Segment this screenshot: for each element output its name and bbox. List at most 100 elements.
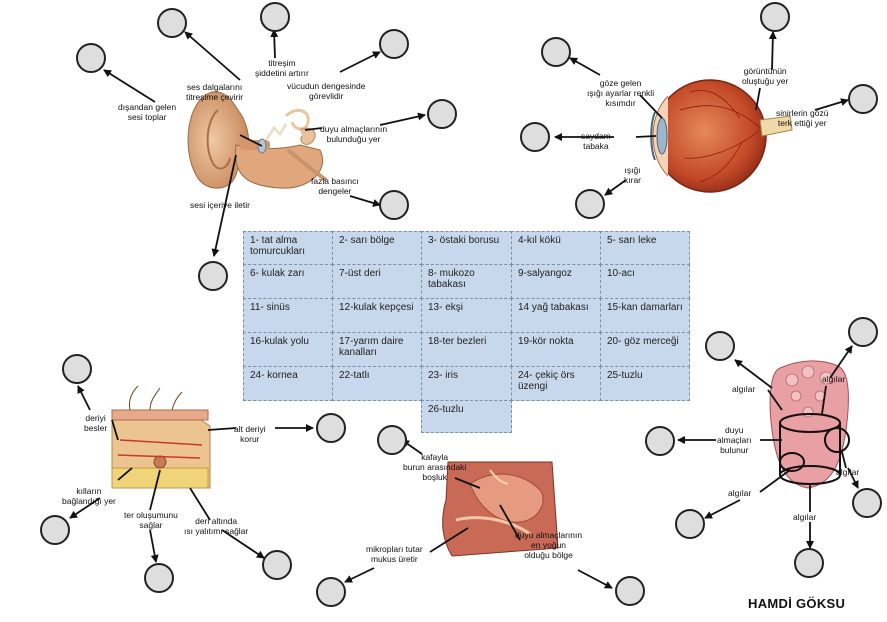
answer-circle-ear-4[interactable] bbox=[379, 29, 409, 59]
term-cell[interactable]: 17-yarım daire kanalları bbox=[332, 332, 422, 367]
nose-label-receptors: duyu almaçlarının en yoğun olduğu bölge bbox=[515, 530, 583, 560]
tongue-label-5: algılar bbox=[793, 512, 817, 522]
term-cell[interactable]: 23- iris bbox=[421, 366, 512, 401]
answer-circle-eye-1[interactable] bbox=[541, 37, 571, 67]
answer-circle-nose-1[interactable] bbox=[377, 425, 407, 455]
olfactory-bulb bbox=[489, 469, 509, 485]
tongue-side-mark bbox=[824, 427, 850, 453]
ear-label-pressure: fazla basıncı dengeler bbox=[311, 176, 359, 196]
answer-circle-tongue-6[interactable] bbox=[794, 548, 824, 578]
lens bbox=[656, 117, 668, 155]
eye-label-image-forms: görüntünün oluştuğu yer bbox=[742, 66, 789, 86]
semicircular-canals bbox=[284, 108, 310, 131]
term-cell[interactable]: 24- kornea bbox=[243, 366, 333, 401]
answer-circle-skin-4[interactable] bbox=[144, 563, 174, 593]
answer-circle-tongue-2[interactable] bbox=[848, 317, 878, 347]
answer-circle-eye-2[interactable] bbox=[760, 2, 790, 32]
eye-label-optic-nerve: sinirlerin gözü terk ettiği yer bbox=[776, 108, 829, 128]
terms-table: 1- tat alma tomurcukları 2- sarı bölge 3… bbox=[243, 231, 690, 433]
answer-circle-ear-6[interactable] bbox=[379, 190, 409, 220]
hair-follicle bbox=[153, 455, 167, 469]
answer-circle-skin-2[interactable] bbox=[316, 413, 346, 443]
answer-circle-skin-3[interactable] bbox=[40, 515, 70, 545]
term-cell[interactable]: 15-kan damarları bbox=[600, 298, 690, 333]
ear-label-amplifies: titreşim şiddetini artırır bbox=[255, 58, 309, 78]
turbinates bbox=[455, 516, 531, 536]
term-cell[interactable]: 20- göz merceği bbox=[600, 332, 690, 367]
term-cell[interactable]: 2- sarı bölge bbox=[332, 231, 422, 265]
tongue-label-2: algılar bbox=[822, 374, 846, 384]
term-cell[interactable]: 11- sinüs bbox=[243, 298, 333, 333]
ear-illustration bbox=[187, 91, 328, 189]
eye-illustration bbox=[650, 79, 793, 193]
term-cell[interactable]: 1- tat alma tomurcukları bbox=[243, 231, 333, 265]
answer-circle-skin-1[interactable] bbox=[62, 354, 92, 384]
skin-arrows bbox=[69, 385, 314, 563]
answer-circle-ear-3[interactable] bbox=[76, 43, 106, 73]
answer-circle-tongue-4[interactable] bbox=[852, 488, 882, 518]
answer-circle-skin-5[interactable] bbox=[262, 550, 292, 580]
term-cell[interactable]: 16-kulak yolu bbox=[243, 332, 333, 367]
term-cell[interactable]: 5- sarı leke bbox=[600, 231, 690, 265]
term-cell[interactable]: 14 yağ tabakası bbox=[511, 298, 601, 333]
term-cell[interactable]: 10-acı bbox=[600, 264, 690, 299]
nasal-cavity bbox=[469, 473, 544, 523]
ear-label-transmits: sesi içeriye iletir bbox=[190, 200, 250, 210]
author-signature: HAMDİ GÖKSU bbox=[748, 596, 846, 611]
term-cell[interactable]: 18-ter bezleri bbox=[421, 332, 512, 367]
eye-label-refracts-light: ışığı kırar bbox=[624, 165, 641, 185]
term-cell[interactable]: 22-tatlı bbox=[332, 366, 422, 401]
term-cell[interactable]: 25-tuzlu bbox=[600, 366, 690, 401]
answer-circle-tongue-5[interactable] bbox=[675, 509, 705, 539]
term-cell[interactable]: 13- ekşi bbox=[421, 298, 512, 333]
tongue-label-3: algılar bbox=[836, 467, 860, 477]
hairs bbox=[129, 385, 183, 411]
answer-circle-nose-3[interactable] bbox=[615, 576, 645, 606]
term-cell[interactable]: 9-salyangoz bbox=[511, 264, 601, 299]
answer-circle-ear-5[interactable] bbox=[427, 99, 457, 129]
eustachian-tube bbox=[286, 148, 328, 182]
ear-label-collects-sound: dışandan gelen sesi toplar bbox=[118, 102, 177, 122]
term-cell[interactable]: 7-üst deri bbox=[332, 264, 422, 299]
nose-label-mucus: mikropları tutar mukus üretir bbox=[366, 544, 423, 564]
answer-circle-tongue-3[interactable] bbox=[645, 426, 675, 456]
skin-label-hair-root: kılların bağlandığı yer bbox=[62, 486, 116, 506]
answer-circle-eye-3[interactable] bbox=[848, 84, 878, 114]
term-cell[interactable]: 4-kıl kökü bbox=[511, 231, 601, 265]
term-cell[interactable]: 12-kulak kepçesi bbox=[332, 298, 422, 333]
tongue-label-receptors: duyu almaçları bulunur bbox=[717, 425, 752, 455]
answer-circle-eye-4[interactable] bbox=[520, 122, 550, 152]
ear-label-balance: vücudun dengesinde görevlidir bbox=[287, 81, 366, 101]
eyeball bbox=[653, 79, 767, 193]
tongue-left-mark bbox=[779, 452, 805, 472]
optic-nerve bbox=[759, 115, 793, 137]
answer-circle-ear-7[interactable] bbox=[198, 261, 228, 291]
tongue-illustration bbox=[769, 360, 850, 489]
tongue-label-1: algılar bbox=[732, 384, 756, 394]
answer-circle-nose-2[interactable] bbox=[316, 577, 346, 607]
answer-circle-tongue-1[interactable] bbox=[705, 331, 735, 361]
ear-label-receptors: duyu almaçlarının bulunduğu yer bbox=[320, 124, 388, 144]
term-cell[interactable]: 26-tuzlu bbox=[421, 400, 512, 433]
term-cell[interactable]: 3- östaki borusu bbox=[421, 231, 512, 265]
ear-arrows bbox=[103, 29, 426, 257]
term-cell[interactable]: 6- kulak zarı bbox=[243, 264, 333, 299]
term-cell[interactable]: 24- çekiç örs üzengi bbox=[511, 366, 601, 401]
eye-label-transparent-layer: saydam tabaka bbox=[581, 131, 611, 151]
term-cell[interactable]: 19-kör nokta bbox=[511, 332, 601, 367]
term-cell[interactable]: 8- mukozo tabakası bbox=[421, 264, 512, 299]
skin-label-protects: alt deriyi korur bbox=[234, 424, 266, 444]
answer-circle-eye-5[interactable] bbox=[575, 189, 605, 219]
ossicles bbox=[264, 123, 288, 141]
ear-label-converts-vibration: ses dalgalarını titreşime çevirir bbox=[186, 82, 244, 102]
tongue-arrows bbox=[677, 345, 859, 549]
skin-illustration bbox=[111, 385, 211, 489]
cochlea bbox=[299, 127, 316, 145]
nose-label-sinus: kafayla burun arasındaki boşluk bbox=[403, 452, 467, 482]
answer-circle-ear-2[interactable] bbox=[260, 2, 290, 32]
eye-arrows bbox=[554, 31, 849, 196]
answer-circle-ear-1[interactable] bbox=[157, 8, 187, 38]
skin-label-insulation: deri altında ısı yalıtımı sağlar bbox=[184, 516, 249, 536]
